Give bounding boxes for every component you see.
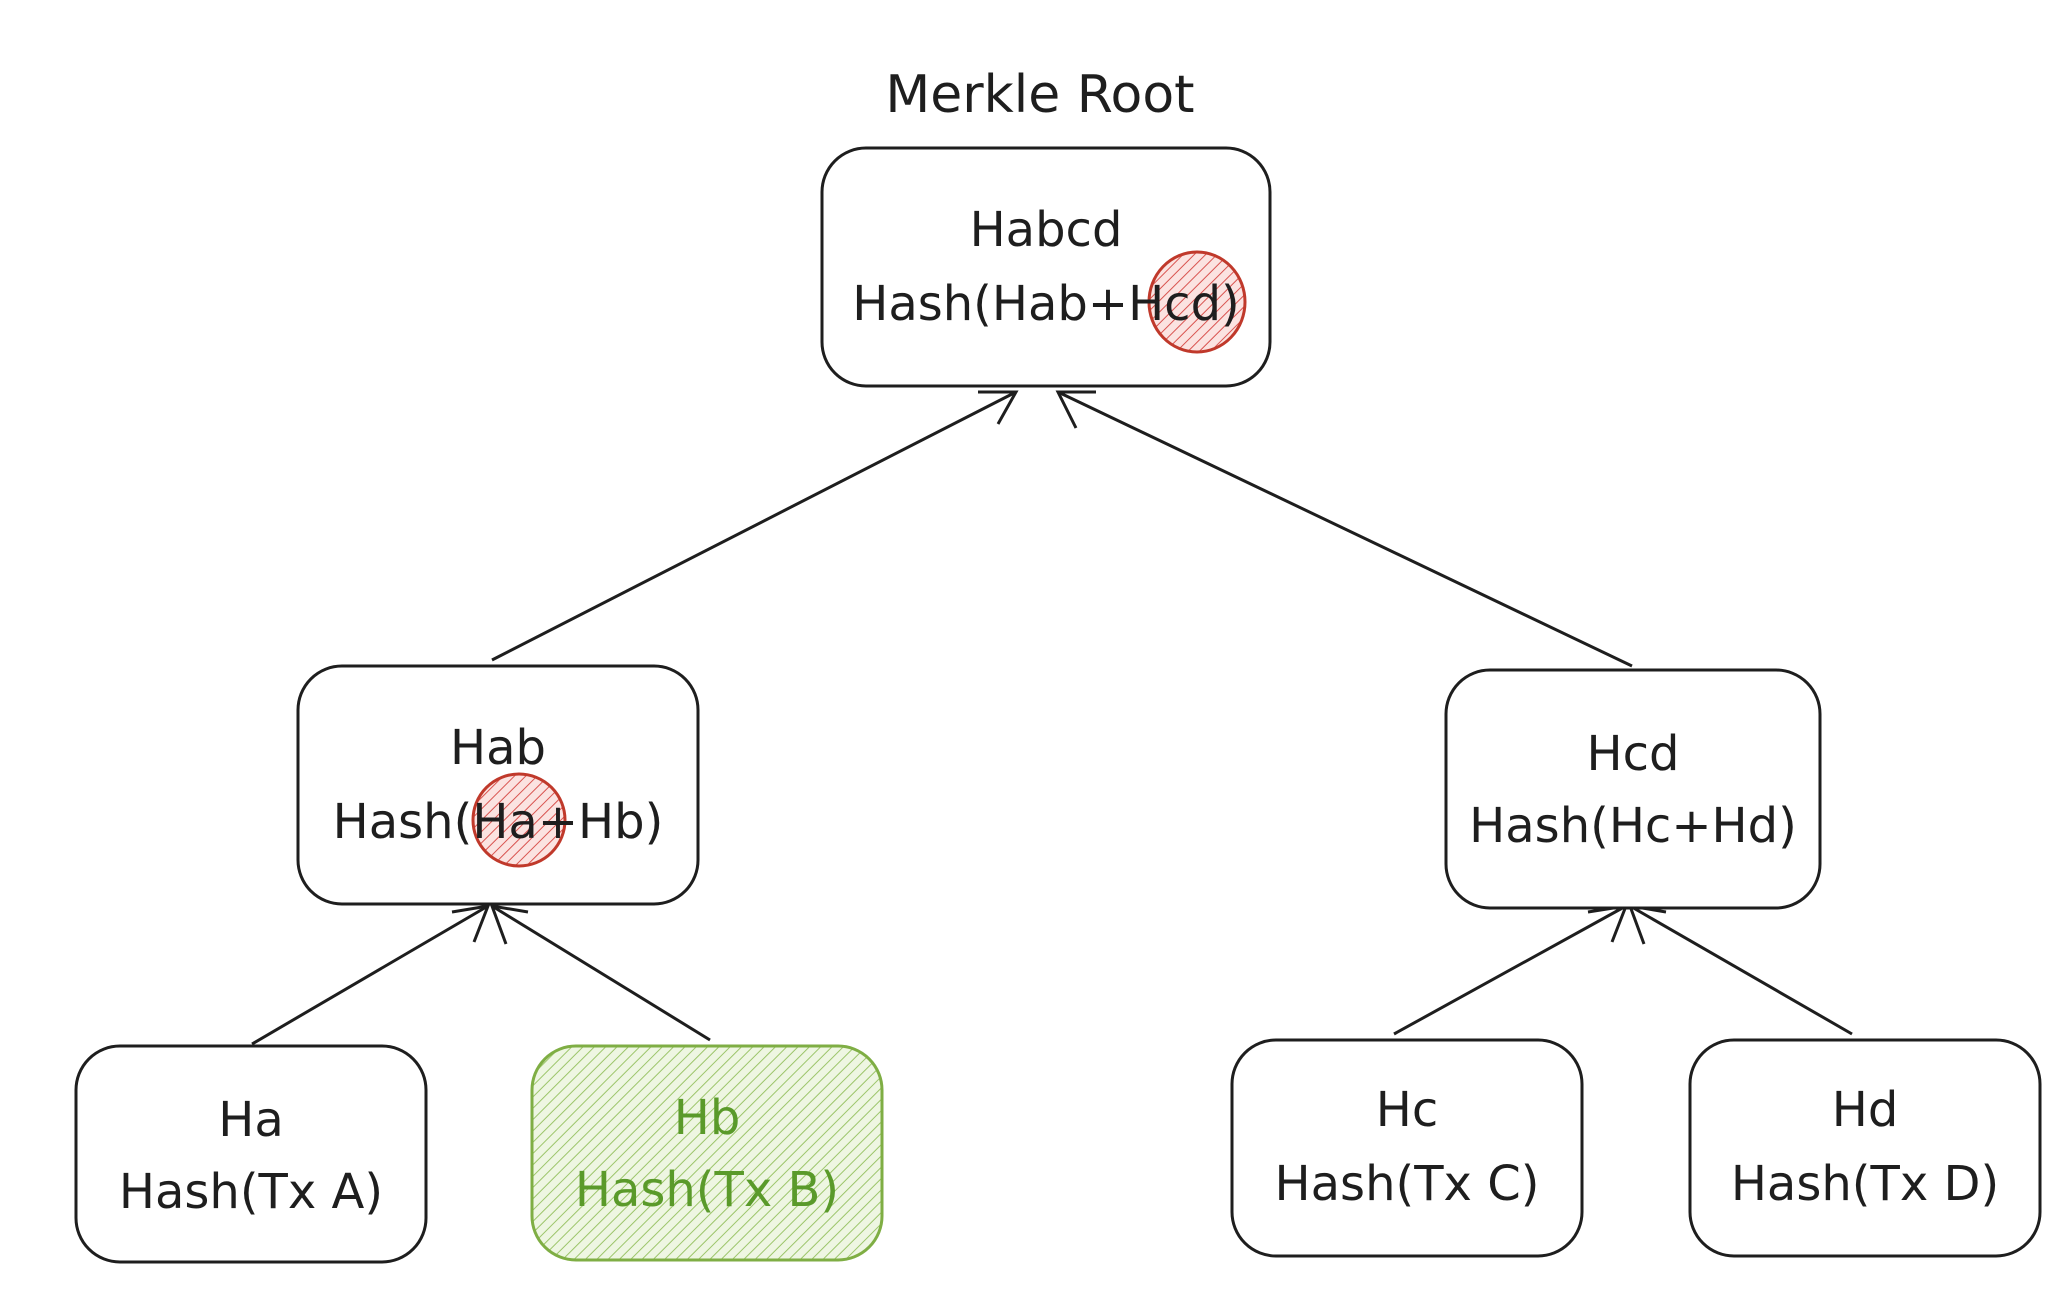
node-hc-formula: Hash(Tx C) bbox=[1275, 1156, 1540, 1212]
node-hd-formula: Hash(Tx D) bbox=[1731, 1156, 1999, 1212]
node-root: Habcd Hash(Hab+Hcd) bbox=[820, 146, 1272, 388]
node-hb-box bbox=[530, 1044, 884, 1262]
arrowhead-ha-to-hab bbox=[451, 904, 491, 943]
node-hab: Hab Hash(Ha+Hb) bbox=[296, 664, 700, 906]
node-hcd-box bbox=[1444, 668, 1822, 910]
node-hb-name: Hb bbox=[674, 1090, 741, 1146]
node-hc-box bbox=[1230, 1038, 1584, 1258]
edge-hcd-to-root bbox=[1057, 390, 1633, 668]
node-hd-box bbox=[1688, 1038, 2042, 1258]
edges bbox=[251, 390, 1853, 1046]
edge-ha-to-hab bbox=[251, 904, 489, 1046]
node-hd-name: Hd bbox=[1832, 1082, 1899, 1138]
node-hc: Hc Hash(Tx C) bbox=[1230, 1038, 1584, 1258]
node-hb-formula: Hash(Tx B) bbox=[575, 1162, 839, 1218]
node-hcd-name: Hcd bbox=[1587, 726, 1680, 782]
node-hc-name: Hc bbox=[1376, 1082, 1438, 1138]
edge-hab-to-root bbox=[491, 390, 1017, 662]
node-ha-name: Ha bbox=[218, 1092, 284, 1148]
node-ha-box bbox=[74, 1044, 428, 1264]
node-ha: Ha Hash(Tx A) bbox=[74, 1044, 428, 1264]
node-root-name: Habcd bbox=[970, 202, 1123, 258]
arrowhead-hb-to-hab bbox=[489, 904, 529, 945]
node-hab-formula: Hash(Ha+Hb) bbox=[333, 794, 664, 850]
node-ha-formula: Hash(Tx A) bbox=[119, 1164, 383, 1220]
node-hb: Hb Hash(Tx B) bbox=[530, 1044, 884, 1262]
node-hcd: Hcd Hash(Hc+Hd) bbox=[1444, 668, 1822, 910]
arrowhead-hab-to-root bbox=[978, 390, 1019, 425]
edge-hc-to-hcd bbox=[1393, 904, 1627, 1036]
node-hcd-formula: Hash(Hc+Hd) bbox=[1469, 798, 1797, 854]
arrowhead-hcd-to-root bbox=[1055, 390, 1096, 429]
highlight-hcd-in-root bbox=[1147, 250, 1247, 354]
merkle-root-title: Merkle Root bbox=[885, 65, 1194, 125]
node-hd: Hd Hash(Tx D) bbox=[1688, 1038, 2042, 1258]
highlight-ha-in-hab bbox=[471, 772, 567, 868]
node-root-formula: Hash(Hab+Hcd) bbox=[852, 276, 1240, 332]
edge-hb-to-hab bbox=[491, 904, 711, 1042]
edge-hd-to-hcd bbox=[1629, 904, 1853, 1036]
node-hab-name: Hab bbox=[450, 720, 546, 776]
